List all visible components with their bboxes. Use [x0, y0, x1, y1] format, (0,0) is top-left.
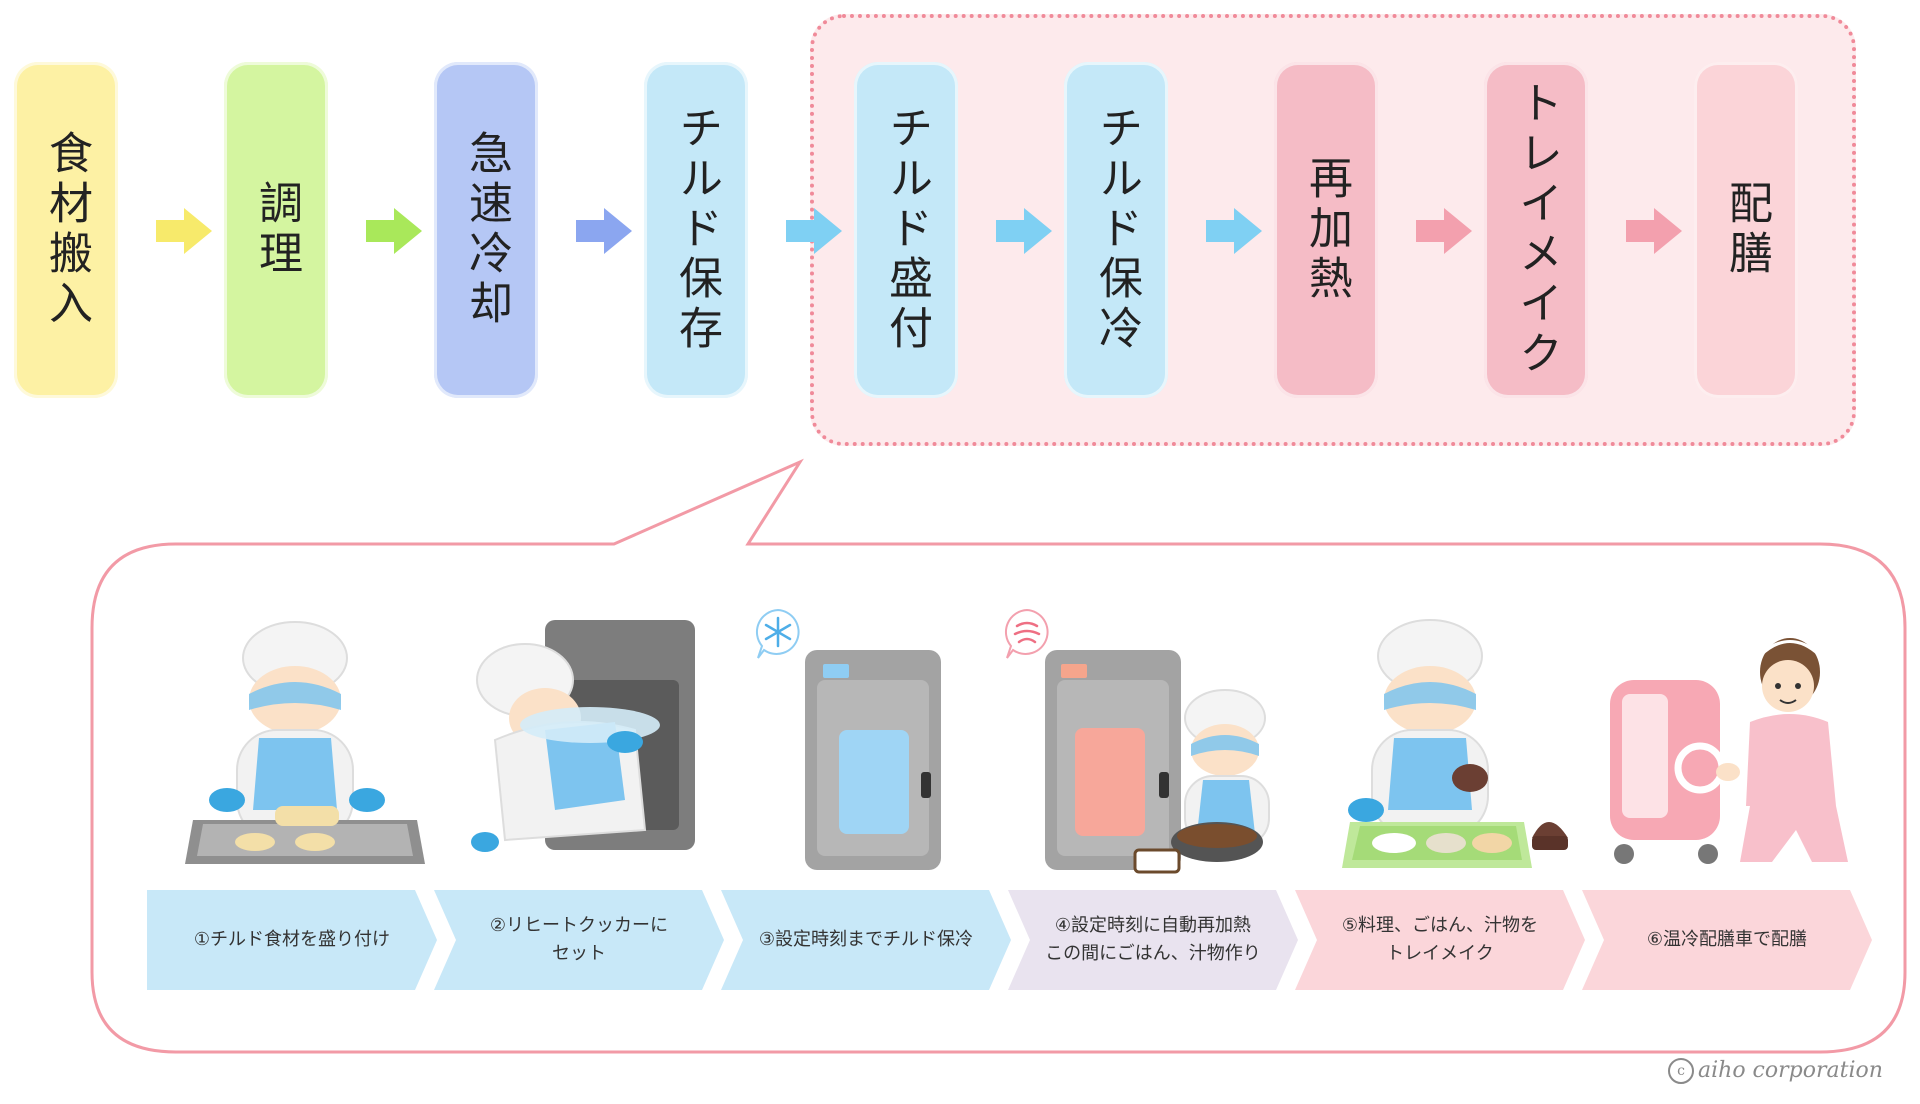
flow-arrow-icon: [156, 208, 212, 254]
step-banner-line: ⑤料理、ごはん、汁物を: [1341, 915, 1539, 936]
step-banner-line: ⑥温冷配膳車で配膳: [1646, 929, 1808, 950]
flow-step-label: 食材搬入: [41, 130, 92, 330]
chevron-shape: [147, 890, 437, 990]
chevron-shape: [721, 890, 1011, 990]
flow-step-6: チルド保冷: [1064, 62, 1168, 398]
step-banner-6: ⑥温冷配膳車で配膳: [1582, 890, 1872, 990]
step-banner-line: この間にごはん、汁物作り: [1045, 943, 1261, 964]
chef-tray-make-illustration: [1342, 619, 1568, 868]
flow-step-label: チルド盛付: [881, 105, 932, 355]
step-banner-line: ④設定時刻に自動再加熱: [1054, 915, 1252, 936]
flow-arrow-icon: [366, 208, 422, 254]
flow-arrow-icon: [1626, 208, 1682, 254]
nurse-delivery-cart-illustration: [1610, 638, 1848, 864]
step-banner-text: ④設定時刻に自動再加熱この間にごはん、汁物作り: [1038, 912, 1268, 968]
step-banner-text: ⑤料理、ごはん、汁物をトレイメイク: [1325, 912, 1555, 968]
flow-step-label: チルド保冷: [1091, 105, 1142, 355]
step-banner-line: ③設定時刻までチルド保冷: [758, 929, 974, 950]
flow-step-5: チルド盛付: [854, 62, 958, 398]
flow-arrow-icon: [996, 208, 1052, 254]
chevron-shape: [1582, 890, 1872, 990]
chevron-shape: [434, 890, 724, 990]
step-banner-line: セット: [552, 943, 606, 964]
flow-arrow-icon: [786, 208, 842, 254]
copyright-icon: c: [1668, 1058, 1694, 1084]
step-banner-3: ③設定時刻までチルド保冷: [721, 890, 1011, 990]
credit-text: aiho corporation: [1698, 1058, 1883, 1083]
heat-icon: [1004, 608, 1049, 659]
flow-arrow-icon: [1416, 208, 1472, 254]
flow-arrow-icon: [576, 208, 632, 254]
step-banner-1: ①チルド食材を盛り付け: [147, 890, 437, 990]
chilled-cooker-illustration: [805, 650, 941, 870]
flow-arrow-icon: [1206, 208, 1262, 254]
step-banner-4: ④設定時刻に自動再加熱この間にごはん、汁物作り: [1008, 890, 1298, 990]
flow-step-1: 食材搬入: [14, 62, 118, 398]
chef-loading-cooker-illustration: [471, 620, 695, 852]
flow-step-4: チルド保存: [644, 62, 748, 398]
reheating-cooker-illustration: [1045, 650, 1270, 874]
flow-step-9: 配膳: [1694, 62, 1798, 398]
flow-step-label: 再加熱: [1301, 155, 1352, 305]
chef-plating-illustration: [185, 621, 425, 864]
flow-step-label: チルド保存: [671, 105, 722, 355]
chevron-shape: [1008, 890, 1298, 990]
step-banner-line: ②リヒートクッカーに: [489, 915, 669, 936]
flow-step-3: 急速冷却: [434, 62, 538, 398]
step-banner-line: トレイメイク: [1386, 943, 1494, 964]
flow-step-label: 調理: [251, 180, 302, 280]
flow-step-7: 再加熱: [1274, 62, 1378, 398]
flow-step-2: 調理: [224, 62, 328, 398]
step-banner-text: ⑥温冷配膳車で配膳: [1612, 926, 1842, 954]
flow-step-label: 配膳: [1721, 180, 1772, 280]
step-banner-2: ②リヒートクッカーにセット: [434, 890, 724, 990]
step-banner-5: ⑤料理、ごはん、汁物をトレイメイク: [1295, 890, 1585, 990]
flow-step-label: トレイメイク: [1511, 80, 1562, 380]
chevron-shape: [1295, 890, 1585, 990]
flow-step-8: トレイメイク: [1484, 62, 1588, 398]
flow-step-label: 急速冷却: [461, 130, 512, 330]
step-banner-text: ②リヒートクッカーにセット: [464, 912, 694, 968]
step-banner-text: ①チルド食材を盛り付け: [177, 926, 407, 954]
step-banner-text: ③設定時刻までチルド保冷: [751, 926, 981, 954]
snowflake-icon: [755, 608, 800, 659]
step-banner-line: ①チルド食材を盛り付け: [193, 929, 391, 950]
